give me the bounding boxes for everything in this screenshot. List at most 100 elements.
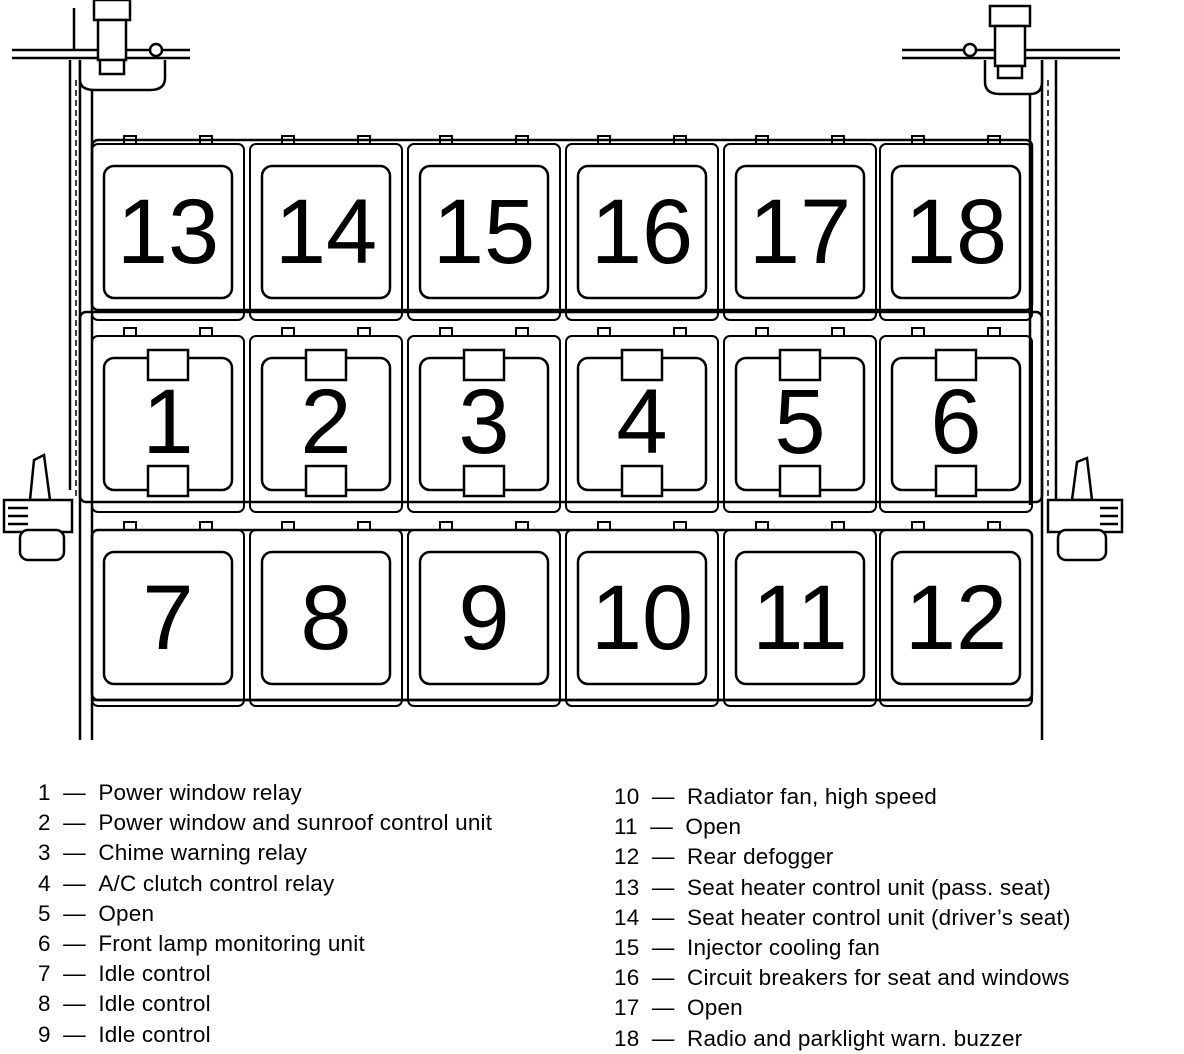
relay-clip [934, 348, 978, 382]
legend-number: 7 [38, 961, 51, 987]
top-left-fastener [78, 0, 167, 92]
relay-number-9: 9 [458, 567, 509, 669]
relay-8 [260, 550, 392, 686]
legend-item: 17 — Open [614, 993, 1071, 1023]
legend-number: 6 [38, 931, 51, 957]
relay-socket-housing [407, 529, 561, 707]
relay-housing-tab [281, 521, 371, 530]
legend-number: 14 [614, 904, 640, 930]
relay-number-6: 6 [930, 371, 981, 473]
relay-number-7: 7 [142, 567, 193, 669]
legend-item: 11 — Open [614, 812, 1071, 842]
relay-socket-housing [91, 143, 245, 321]
relay-clip [778, 348, 822, 382]
legend-number: 10 [614, 784, 640, 809]
relay-number-2: 2 [300, 371, 351, 473]
relay-number-4: 4 [616, 371, 667, 473]
legend-text: Idle control [98, 991, 211, 1017]
relay-14 [260, 164, 392, 300]
legend-number: 11 [614, 814, 638, 840]
relay-socket-housing [249, 529, 403, 707]
relay-clip [620, 464, 664, 498]
relay-number-10: 10 [591, 567, 693, 669]
relay-housing-tab [281, 135, 371, 144]
relay-number-12: 12 [905, 567, 1007, 669]
legend-number: 12 [614, 844, 640, 870]
relay-housing-tab [911, 327, 1001, 336]
legend-item: 13 — Seat heater control unit (pass. sea… [614, 873, 1071, 903]
legend-number: 2 [38, 810, 51, 836]
legend-number: 3 [38, 840, 51, 866]
legend-item: 2 — Power window and sunroof control uni… [38, 808, 492, 838]
legend-item: 9 — Idle control [38, 1020, 492, 1050]
relay-13 [102, 164, 234, 300]
legend-number: 16 [614, 965, 640, 991]
legend-separator: — [645, 995, 682, 1021]
relay-10 [576, 550, 708, 686]
relay-socket-housing [723, 529, 877, 707]
relay-socket-housing [91, 335, 245, 513]
legend-number: 1 [38, 780, 51, 805]
relay-number-3: 3 [458, 371, 509, 473]
relay-housing-tab [597, 135, 687, 144]
legend-text: Chime warning relay [98, 840, 308, 866]
relay-housing-tab [439, 135, 529, 144]
legend-text: Front lamp monitoring unit [98, 931, 365, 957]
legend-number: 17 [614, 995, 640, 1021]
legend-item: 18 — Radio and parklight warn. buzzer [614, 1024, 1071, 1054]
legend-item: 12 — Rear defogger [614, 842, 1071, 872]
legend-text: Open [98, 900, 155, 926]
legend-number: 13 [614, 874, 640, 900]
relay-socket-housing [723, 335, 877, 513]
legend-separator: — [645, 1025, 682, 1051]
legend-text: Open [685, 814, 742, 840]
relay-number-1: 1 [142, 371, 193, 473]
legend-text: Seat heater control unit (driver’s seat) [687, 904, 1071, 930]
legend-item: 1 — Power window relay [38, 778, 492, 808]
relay-housing-tab [597, 521, 687, 530]
relay-socket-housing [723, 143, 877, 321]
relay-socket-housing [407, 143, 561, 321]
relay-socket-housing [879, 529, 1033, 707]
relay-socket-housing [879, 335, 1033, 513]
relay-clip [620, 348, 664, 382]
legend-text: Circuit breakers for seat and windows [687, 965, 1070, 991]
legend-separator: — [645, 965, 682, 991]
relay-socket-housing [565, 335, 719, 513]
relay-housing-tab [911, 135, 1001, 144]
legend-separator: — [56, 780, 93, 805]
legend-separator: — [645, 784, 682, 809]
legend-item: 3 — Chime warning relay [38, 838, 492, 868]
legend-number: 5 [38, 900, 51, 926]
legend-item: 7 — Idle control [38, 959, 492, 989]
relay-socket-housing [565, 143, 719, 321]
top-right-fastener [962, 4, 1044, 96]
legend-text: Open [687, 995, 743, 1021]
legend-text: Power window relay [98, 780, 303, 805]
legend-text: Idle control [98, 1021, 211, 1047]
relay-number-16: 16 [591, 181, 693, 283]
left-side-stud [2, 453, 74, 562]
legend-item: 15 — Injector cooling fan [614, 933, 1071, 963]
relay-housing-tab [597, 327, 687, 336]
legend-separator: — [56, 840, 93, 866]
legend-separator: — [56, 931, 93, 957]
legend-item: 4 — A/C clutch control relay [38, 869, 492, 899]
relay-socket-housing [879, 143, 1033, 321]
legend-separator: — [645, 935, 682, 961]
relay-number-8: 8 [300, 567, 351, 669]
legend-separator: — [56, 810, 93, 836]
legend-separator: — [56, 961, 93, 987]
relay-clip [304, 464, 348, 498]
legend-item: 8 — Idle control [38, 989, 492, 1019]
relay-9 [418, 550, 550, 686]
relay-housing-tab [281, 327, 371, 336]
legend-number: 4 [38, 870, 51, 896]
relay-clip [462, 348, 506, 382]
legend-number: 8 [38, 991, 51, 1017]
legend-text: Radiator fan, high speed [687, 784, 938, 809]
relay-housing-tab [123, 135, 213, 144]
legend-separator: — [56, 870, 93, 896]
